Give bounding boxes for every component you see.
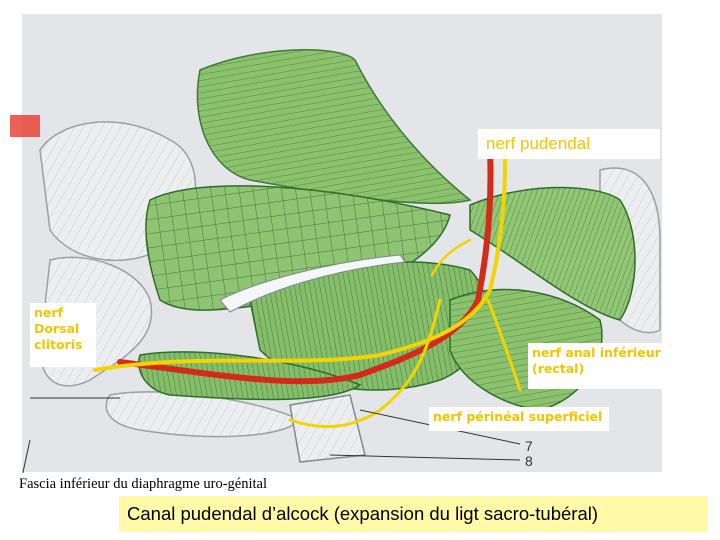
superficial-perineal-nerve [288,298,442,429]
red-accent-bar [10,115,40,137]
ligament-band [219,254,406,313]
caption-canal-pudendal: Canal pudendal d’alcock (expansion du li… [119,496,708,532]
upper-muscle [196,49,472,204]
muscular-nerve-branch [430,238,472,277]
label-dorsal-line-2: Dorsal [34,321,80,336]
label-nerf-pudendal: nerf pudendal [478,129,660,159]
pudendal-artery [117,147,494,385]
caption-fascia: Fascia inférieur du diaphragme uro-génit… [15,473,438,495]
label-nerf-perineal-superficiel: nerf périnéal superficiel [429,407,609,431]
perineal-membrane [289,394,366,463]
label-nerf-dorsal-clitoris: nerf Dorsal clitoris [30,303,96,367]
right-fan-muscle [469,186,636,321]
label-anal-line-1: nerf anal inférieur [532,345,661,360]
label-number-8: 8 [525,453,533,469]
label-number-7: 7 [525,438,533,454]
leader-line-8 [329,454,521,461]
label-nerf-anal-inferieur: nerf anal inférieur (rectal) [528,343,688,389]
label-anal-line-2: (rectal) [532,361,585,376]
inferior-anal-nerve [486,298,522,392]
label-dorsal-line-3: clitoris [34,337,83,352]
label-dorsal-line-1: nerf [34,305,63,320]
pudendal-nerve [93,148,508,372]
